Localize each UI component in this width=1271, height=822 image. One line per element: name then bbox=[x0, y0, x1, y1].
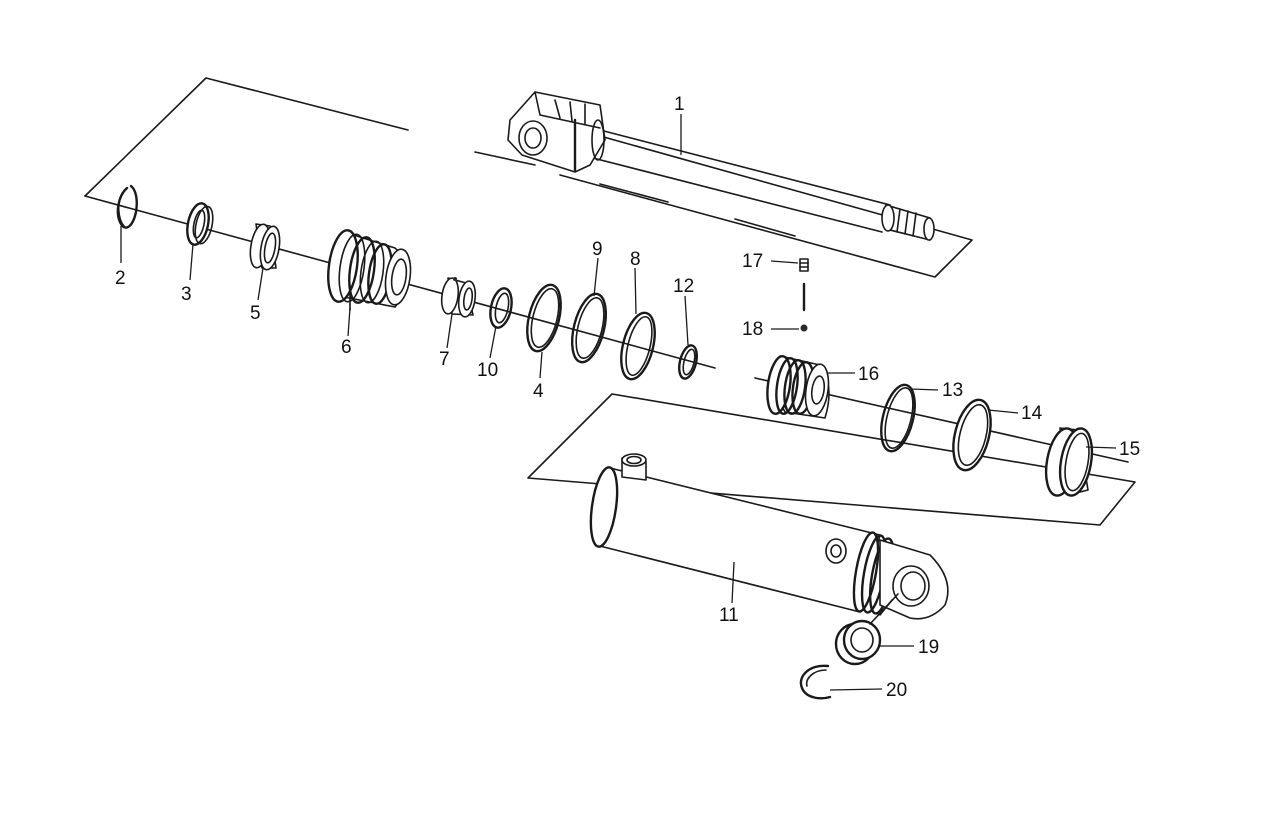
part-6-gland bbox=[327, 229, 412, 311]
part-11-cylinder-barrel bbox=[589, 453, 949, 620]
part-13-ring bbox=[880, 383, 916, 453]
part-14-ring bbox=[952, 398, 992, 472]
label-8: 8 bbox=[630, 249, 641, 270]
part-3-wiper bbox=[186, 202, 214, 246]
part-2-snap-ring bbox=[116, 184, 138, 229]
part-17-grease-nipple bbox=[799, 258, 809, 272]
part-18-ball bbox=[800, 324, 808, 332]
part-19-bushing bbox=[834, 593, 899, 666]
label-3: 3 bbox=[181, 284, 192, 305]
label-4: 4 bbox=[533, 381, 544, 402]
label-7: 7 bbox=[439, 349, 450, 370]
label-15: 15 bbox=[1119, 439, 1140, 460]
label-5: 5 bbox=[250, 303, 261, 324]
label-6: 6 bbox=[341, 337, 352, 358]
part-9-seal-ring bbox=[570, 292, 608, 364]
label-18: 18 bbox=[742, 319, 763, 340]
label-10: 10 bbox=[477, 360, 498, 381]
part-4-seal-ring bbox=[526, 283, 562, 353]
part-12-small-ring bbox=[678, 344, 698, 380]
part-10-o-ring bbox=[489, 287, 513, 329]
part-8-seal-ring bbox=[620, 311, 656, 381]
leader-lines bbox=[120, 114, 1117, 691]
label-1: 1 bbox=[674, 94, 685, 115]
label-19: 19 bbox=[918, 637, 939, 658]
part-15-wear-band bbox=[1044, 427, 1094, 497]
piston-rod bbox=[507, 91, 973, 278]
label-12: 12 bbox=[673, 276, 694, 297]
label-20: 20 bbox=[886, 680, 907, 701]
label-13: 13 bbox=[942, 380, 963, 401]
part-labels: 1 2 3 4 5 6 7 8 9 10 11 12 13 14 15 16 1… bbox=[115, 94, 1140, 701]
label-14: 14 bbox=[1021, 403, 1043, 424]
label-17: 17 bbox=[742, 251, 763, 272]
part-16-piston bbox=[766, 355, 830, 419]
label-9: 9 bbox=[592, 239, 603, 260]
part-20-retaining-clip bbox=[799, 664, 832, 700]
label-11: 11 bbox=[719, 605, 739, 626]
part-7-bushing bbox=[440, 277, 477, 318]
label-16: 16 bbox=[858, 364, 879, 385]
label-2: 2 bbox=[115, 268, 126, 289]
part-5-guide bbox=[249, 223, 281, 271]
